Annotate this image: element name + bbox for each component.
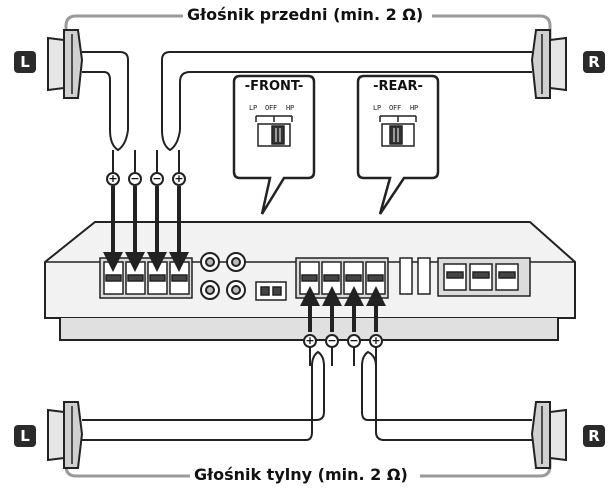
speaker-front-left [47, 29, 84, 99]
front-terminal-arrows [103, 186, 189, 272]
rear-switch-lp-label: LP [373, 104, 382, 112]
rear-polarity-marker: − [347, 334, 361, 348]
front-terminal-block [99, 257, 193, 299]
rear-switch-hp-label: HP [410, 104, 419, 112]
front-polarity-marker: − [150, 172, 164, 186]
rear-speaker-wires [82, 366, 532, 441]
rear-switch-off-label: OFF [389, 104, 402, 112]
speaker-front-right [530, 29, 567, 99]
front-caption-leader [64, 14, 552, 42]
front-left-channel-badge: L [14, 51, 36, 73]
speaker-rear-right [530, 401, 567, 469]
front-switch-hp-label: HP [286, 104, 295, 112]
fuses [399, 257, 431, 295]
rear-left-channel-badge: L [14, 425, 36, 447]
rear-wire-loops [311, 350, 377, 367]
rear-wire-drops [309, 346, 377, 366]
rear-crossover-switch [379, 115, 417, 147]
rear-terminal-block [295, 257, 389, 299]
front-polarity-marker: + [172, 172, 186, 186]
front-speaker-caption: Głośnik przedni (min. 2 Ω) [183, 5, 428, 25]
front-right-channel-badge: R [583, 51, 605, 73]
rear-terminal-arrows [300, 286, 386, 332]
front-wire-loops [109, 129, 181, 152]
rear-bubble-title: -REAR- [373, 79, 423, 94]
front-switch-lp-label: LP [249, 104, 258, 112]
rear-speaker-caption: Głośnik tylny (min. 2 Ω) [190, 465, 412, 485]
rear-polarity-marker: + [303, 334, 317, 348]
rear-right-channel-badge: R [583, 425, 605, 447]
front-polarity-marker: + [106, 172, 120, 186]
power-terminals [437, 257, 531, 297]
front-speaker-wires [82, 51, 532, 130]
power-connector [255, 281, 287, 301]
front-polarity-marker: − [128, 172, 142, 186]
front-bubble-title: -FRONT- [244, 79, 304, 94]
speaker-rear-left [47, 401, 84, 469]
rear-polarity-marker: + [369, 334, 383, 348]
front-switch-off-label: OFF [265, 104, 278, 112]
front-wire-drops [112, 150, 180, 174]
front-crossover-switch [255, 115, 293, 147]
rear-polarity-marker: − [325, 334, 339, 348]
rca-inputs [200, 252, 246, 300]
